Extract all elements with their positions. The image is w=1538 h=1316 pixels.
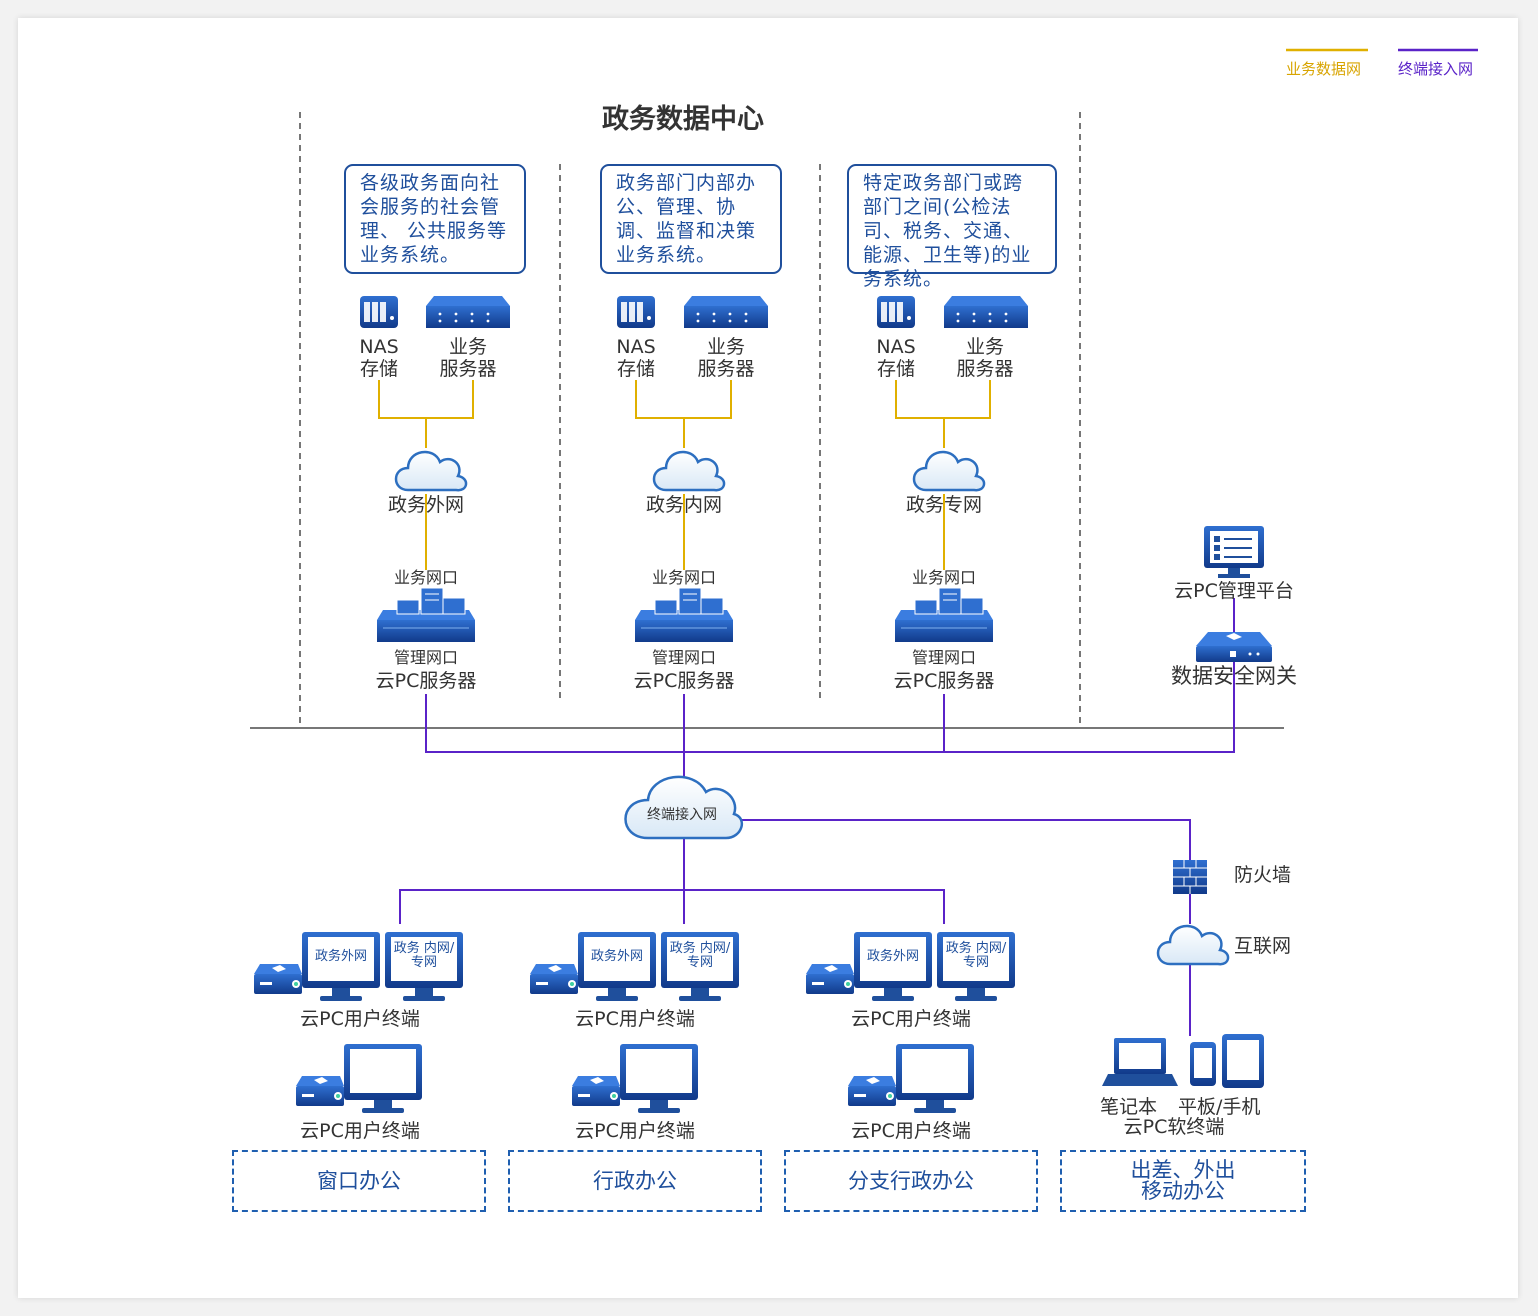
business-port-label: 业务网口 <box>393 568 458 587</box>
management-port-label: 管理网口 <box>911 648 976 667</box>
cloud-server-icon <box>376 587 476 643</box>
thin-client-icon <box>848 1076 896 1106</box>
security-gateway-label: 数据安全网关 <box>1171 664 1297 688</box>
business-port-label: 业务网口 <box>911 568 976 587</box>
soft-terminal-label: 云PC软终端 <box>1123 1116 1225 1138</box>
access-network-lines <box>399 598 1235 1036</box>
description-box-1: 各级政务面向社会服务的社会管理、 公共服务等业务系统。 <box>344 164 526 274</box>
cloud-icon <box>394 450 468 492</box>
tablet-icon <box>1222 1034 1264 1088</box>
access-network-label: 终端接入网 <box>647 807 717 823</box>
nas-label: NAS 存储 <box>876 336 916 380</box>
security-gateway-icon <box>1196 632 1272 662</box>
network-label: 政务内网 <box>645 494 722 516</box>
zone-window-office: 窗口办公 <box>232 1150 486 1212</box>
network-label: 政务专网 <box>905 494 982 516</box>
thin-client-icon <box>572 1076 620 1106</box>
partition-lines <box>299 112 1081 724</box>
server-label: 业务 服务器 <box>956 336 1014 380</box>
legend-label-business: 业务数据网 <box>1286 60 1362 78</box>
screen-label: 政务 内网/专网 <box>393 941 455 970</box>
screen-label: 政务外网 <box>590 949 643 964</box>
terminal-label: 云PC用户终端 <box>851 1008 971 1030</box>
firewall-label: 防火墙 <box>1234 864 1292 886</box>
phone-icon <box>1190 1042 1216 1086</box>
terminal-label: 云PC用户终端 <box>575 1008 695 1030</box>
screen-label: 政务外网 <box>866 949 919 964</box>
business-port-label: 业务网口 <box>651 568 716 587</box>
page-title: 政务数据中心 <box>602 104 764 135</box>
tablet-label: 平板/手机 <box>1178 1096 1261 1118</box>
nas-icon <box>877 296 915 328</box>
nas-label: NAS 存储 <box>359 336 399 380</box>
server-rack-icon <box>684 296 768 328</box>
cloud-server-label: 云PC服务器 <box>375 670 477 692</box>
description-box-2: 政务部门内部办公、管理、协调、监督和决策业务系统。 <box>600 164 782 274</box>
monitor-icon <box>896 1044 974 1113</box>
internet-cloud-icon <box>1156 924 1230 966</box>
diagram-canvas: 业务数据网 终端接入网 政务数据中心 各级政务面向社会服务的社会管理、 公共服务… <box>18 18 1518 1298</box>
thin-client-icon <box>296 1076 344 1106</box>
zone-mobile-office: 出差、外出 移动办公 <box>1060 1150 1306 1212</box>
network-label: 政务外网 <box>387 494 464 516</box>
server-rack-icon <box>426 296 510 328</box>
terminal-label: 云PC用户终端 <box>575 1120 695 1142</box>
screen-label: 政务 内网/专网 <box>945 941 1007 970</box>
description-box-3: 特定政务部门或跨部门之间(公检法司、税务、交通、能源、卫生等)的业务系统。 <box>847 164 1057 290</box>
monitor-icon <box>344 1044 422 1113</box>
cloud-server-label: 云PC服务器 <box>633 670 735 692</box>
laptop-icon <box>1102 1038 1178 1086</box>
internet-label: 互联网 <box>1234 935 1292 957</box>
nas-icon <box>617 296 655 328</box>
zone-branch-office: 分支行政办公 <box>784 1150 1038 1212</box>
thin-client-icon <box>806 964 854 994</box>
laptop-label: 笔记本 <box>1100 1096 1158 1118</box>
nas-label: NAS 存储 <box>616 336 656 380</box>
thin-client-icon <box>254 964 302 994</box>
terminal-label: 云PC用户终端 <box>300 1008 420 1030</box>
server-label: 业务 服务器 <box>697 336 755 380</box>
server-rack-icon <box>944 296 1028 328</box>
management-port-label: 管理网口 <box>393 648 458 667</box>
management-monitor-icon <box>1204 526 1264 578</box>
cloud-icon <box>912 450 986 492</box>
monitor-icon <box>302 932 380 1001</box>
nas-icon <box>360 296 398 328</box>
terminal-label: 云PC用户终端 <box>851 1120 971 1142</box>
network-diagram <box>250 48 1478 1113</box>
business-network-lines <box>378 380 991 570</box>
cloud-server-icon <box>634 587 734 643</box>
server-label: 业务 服务器 <box>439 336 497 380</box>
screen-label: 政务外网 <box>314 949 367 964</box>
thin-client-icon <box>530 964 578 994</box>
cloud-icon <box>652 450 726 492</box>
cloud-server-icon <box>894 587 994 643</box>
monitor-icon <box>854 932 932 1001</box>
screen-label: 政务 内网/专网 <box>669 941 731 970</box>
firewall-icon <box>1173 860 1207 894</box>
terminal-label: 云PC用户终端 <box>300 1120 420 1142</box>
monitor-icon <box>620 1044 698 1113</box>
management-port-label: 管理网口 <box>651 648 716 667</box>
access-cloud-icon <box>624 775 744 840</box>
cloud-server-label: 云PC服务器 <box>893 670 995 692</box>
management-platform-label: 云PC管理平台 <box>1174 580 1294 602</box>
monitor-icon <box>578 932 656 1001</box>
legend-label-access: 终端接入网 <box>1398 60 1474 78</box>
zone-admin-office: 行政办公 <box>508 1150 762 1212</box>
